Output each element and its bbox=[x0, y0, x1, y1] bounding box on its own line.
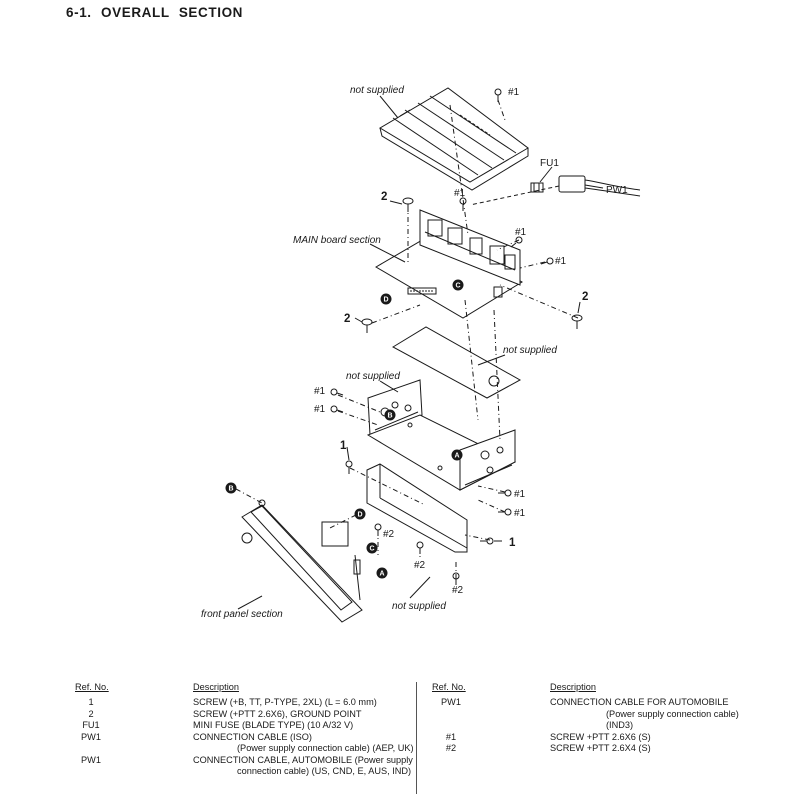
column-divider bbox=[416, 682, 417, 794]
label-ref1-h: #1 bbox=[514, 508, 526, 519]
header-ref-no: Ref. No. bbox=[75, 682, 109, 692]
description-cell: SCREW +PTT 2.6X4 (S) bbox=[550, 743, 766, 755]
label-not-supplied-chassis: not supplied bbox=[346, 371, 400, 382]
label-not-supplied-top: not supplied bbox=[350, 85, 404, 96]
parts-list-left: Ref. No. Description 1 SCREW (+B, TT, P-T… bbox=[66, 682, 416, 778]
ref-no-cell: #2 bbox=[445, 743, 457, 753]
description-cell: SCREW +PTT 2.6X6 (S) bbox=[550, 732, 766, 744]
bracket bbox=[366, 463, 468, 553]
page-title: 6-1. OVERALL SECTION bbox=[66, 5, 244, 20]
label-screw-2-b: 2 bbox=[582, 291, 588, 303]
table-row: #1 SCREW +PTT 2.6X6 (S) bbox=[426, 732, 766, 744]
label-not-supplied-sheet: not supplied bbox=[503, 345, 557, 356]
main-board bbox=[375, 209, 523, 319]
svg-text:A: A bbox=[454, 453, 459, 460]
svg-text:B: B bbox=[228, 486, 233, 493]
fuse-and-cable bbox=[469, 175, 641, 206]
table-row: PW1 CONNECTION CABLE (ISO)(Power supply c… bbox=[66, 732, 416, 755]
label-screw-1-a: 1 bbox=[340, 440, 347, 452]
label-ref2-c: #2 bbox=[452, 585, 464, 596]
marker-D-main: D bbox=[380, 293, 392, 305]
screws bbox=[258, 88, 583, 585]
label-ref1-f: #1 bbox=[314, 404, 326, 415]
table-row: FU1 MINI FUSE (BLADE TYPE) (10 A/32 V) bbox=[66, 720, 416, 732]
svg-text:B: B bbox=[387, 413, 392, 420]
description-cell: CONNECTION CABLE, AUTOMOBILE (Power supp… bbox=[193, 755, 416, 778]
label-ref1-g: #1 bbox=[514, 489, 526, 500]
ref-no-cell: FU1 bbox=[82, 720, 100, 730]
description-cell: CONNECTION CABLE (ISO)(Power supply conn… bbox=[193, 732, 416, 755]
label-ref1-b: #1 bbox=[454, 188, 466, 199]
description-text: SCREW +PTT 2.6X6 (S) bbox=[550, 731, 651, 742]
description-cell: CONNECTION CABLE FOR AUTOMOBILE(Power su… bbox=[550, 697, 766, 732]
parts-header-right: Ref. No. Description bbox=[426, 682, 766, 697]
table-row: 2 SCREW (+PTT 2.6X6), GROUND POINT bbox=[66, 709, 416, 721]
label-screw-2-c: 2 bbox=[344, 313, 350, 325]
ref-no-cell: PW1 bbox=[441, 697, 461, 707]
label-main-board-section: MAIN board section bbox=[293, 235, 381, 246]
label-ref1-c: #1 bbox=[515, 227, 527, 238]
description-cell: MINI FUSE (BLADE TYPE) (10 A/32 V) bbox=[193, 720, 416, 732]
parts-rows-left: 1 SCREW (+B, TT, P-TYPE, 2XL) (L = 6.0 mm… bbox=[66, 697, 416, 778]
ref-no-cell: PW1 bbox=[81, 731, 101, 742]
exploded-view-diagram: D C B A B D C A not supplied #1 FU1 PW1 … bbox=[201, 85, 641, 623]
description-continuation: connection cable) (US, CND, E, AUS, IND) bbox=[237, 766, 412, 776]
insulator-sheet bbox=[391, 326, 522, 399]
svg-text:D: D bbox=[383, 297, 388, 304]
label-pw1: PW1 bbox=[606, 185, 628, 196]
leader-lines bbox=[237, 95, 604, 610]
ref-no-cell: #1 bbox=[445, 731, 457, 742]
label-screw-1-b: 1 bbox=[509, 537, 516, 549]
description-text: SCREW +PTT 2.6X4 (S) bbox=[550, 743, 651, 753]
ref-no-cell: 1 bbox=[88, 697, 94, 707]
marker-B-panel: B bbox=[225, 482, 237, 494]
table-row: PW1 CONNECTION CABLE FOR AUTOMOBILE(Power… bbox=[426, 697, 766, 732]
description-text: SCREW (+PTT 2.6X6), GROUND POINT bbox=[193, 708, 362, 719]
description-continuation: (Power supply connection cable) (AEP, UK… bbox=[237, 743, 414, 753]
ref-no-cell: 2 bbox=[88, 708, 94, 719]
marker-B-chassis: B bbox=[384, 409, 396, 421]
marker-C-panel: C bbox=[366, 542, 378, 554]
front-panel bbox=[241, 504, 363, 623]
marker-D-panel: D bbox=[354, 508, 366, 520]
header-ref-no: Ref. No. bbox=[432, 682, 466, 692]
svg-text:D: D bbox=[357, 512, 362, 519]
label-front-panel-section: front panel section bbox=[201, 609, 283, 620]
assembly-guides bbox=[235, 99, 579, 580]
description-text: CONNECTION CABLE FOR AUTOMOBILE bbox=[550, 697, 729, 707]
label-ref2-a: #2 bbox=[383, 529, 395, 540]
table-row: 1 SCREW (+B, TT, P-TYPE, 2XL) (L = 6.0 mm… bbox=[66, 697, 416, 709]
description-continuation: (Power supply connection cable) (IND3) bbox=[606, 708, 739, 731]
table-row: #2 SCREW +PTT 2.6X4 (S) bbox=[426, 743, 766, 755]
label-ref1-e: #1 bbox=[314, 386, 326, 397]
svg-text:C: C bbox=[369, 546, 374, 553]
header-description: Description bbox=[550, 682, 596, 692]
svg-text:C: C bbox=[455, 283, 460, 290]
marker-A-panel: A bbox=[376, 567, 388, 579]
top-cover bbox=[379, 87, 529, 191]
header-description: Description bbox=[193, 682, 239, 692]
label-ref2-b: #2 bbox=[414, 560, 426, 571]
label-ref1-a: #1 bbox=[508, 87, 520, 98]
parts-header-left: Ref. No. Description bbox=[66, 682, 416, 697]
table-row: PW1 CONNECTION CABLE, AUTOMOBILE (Power s… bbox=[66, 755, 416, 778]
label-ref1-d: #1 bbox=[555, 256, 567, 267]
ref-no-cell: PW1 bbox=[81, 754, 101, 765]
description-text: SCREW (+B, TT, P-TYPE, 2XL) (L = 6.0 mm) bbox=[193, 697, 377, 707]
description-cell: SCREW (+PTT 2.6X6), GROUND POINT bbox=[193, 709, 416, 721]
marker-C-main: C bbox=[452, 279, 464, 291]
description-text: CONNECTION CABLE, AUTOMOBILE (Power supp… bbox=[193, 754, 413, 765]
parts-list-right: Ref. No. Description PW1 CONNECTION CABLE… bbox=[426, 682, 766, 755]
svg-text:A: A bbox=[379, 571, 384, 578]
parts-rows-right: PW1 CONNECTION CABLE FOR AUTOMOBILE(Power… bbox=[426, 697, 766, 755]
chassis bbox=[366, 379, 517, 491]
description-text: MINI FUSE (BLADE TYPE) (10 A/32 V) bbox=[193, 720, 354, 730]
marker-A-chassis: A bbox=[451, 449, 463, 461]
description-text: CONNECTION CABLE (ISO) bbox=[193, 731, 312, 742]
label-not-supplied-bracket: not supplied bbox=[392, 601, 446, 612]
description-cell: SCREW (+B, TT, P-TYPE, 2XL) (L = 6.0 mm) bbox=[193, 697, 416, 709]
label-screw-2-a: 2 bbox=[381, 191, 387, 203]
label-fu1: FU1 bbox=[540, 158, 559, 169]
